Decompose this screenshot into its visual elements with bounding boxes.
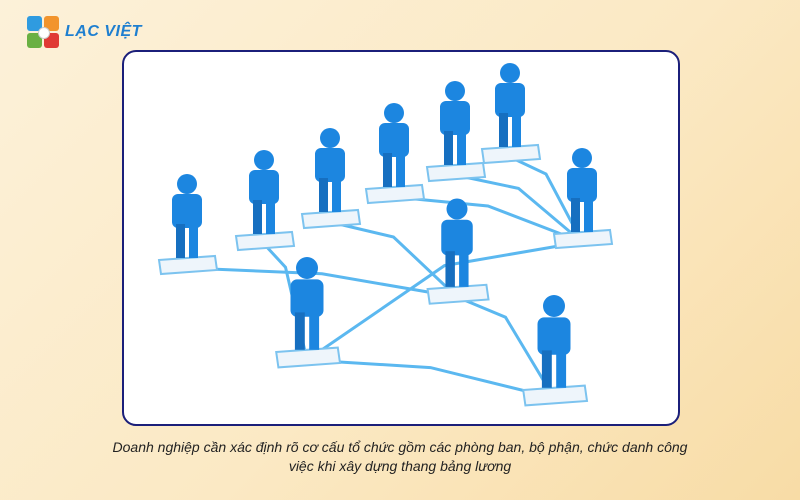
person-leg [396,153,405,187]
person-torso [379,123,409,157]
illustration-frame [122,50,680,426]
person-torso [172,194,202,228]
connector-line [393,195,583,244]
person-torso [537,317,571,355]
person-leg [512,113,521,147]
person-head [320,128,340,148]
platform [364,183,426,205]
connector-line [306,358,555,400]
person-torso [495,83,525,117]
platform [480,143,542,165]
person-leg [253,200,262,234]
person-head [445,81,465,101]
person-torso [567,168,597,202]
person-leg [383,153,392,187]
brand-name: LẠC VIỆT [65,23,142,40]
person-leg [319,178,328,212]
person-head [384,103,404,123]
person-torso [440,101,470,135]
person-leg [499,113,508,147]
platform [157,254,219,276]
logo-icon [27,16,59,48]
person-leg [309,312,320,350]
platform [426,283,490,305]
person-head [543,295,565,317]
connector-line [329,220,459,299]
platform [234,230,296,252]
person-head [500,63,520,83]
person-torso [315,148,345,182]
platform [552,228,614,250]
org-network-illustration [157,63,614,407]
person-head [177,174,197,194]
platform [425,161,487,183]
person-leg [266,200,275,234]
person-leg [176,224,185,258]
person-torso [290,279,324,317]
person-head [296,257,318,279]
brand-logo: LẠC VIỆT [27,16,142,48]
caption-line-1: Doanh nghiệp cần xác định rõ cơ cấu tổ c… [112,439,688,455]
person-head [446,198,468,220]
connector-line [306,240,583,362]
caption: Doanh nghiệp cần xác định rõ cơ cấu tổ c… [90,438,710,476]
connector-line [454,173,583,244]
platform [300,208,362,230]
person-leg [584,198,593,232]
person-leg [556,350,567,388]
platform [522,384,589,407]
person-leg [445,251,455,287]
person-torso [441,219,473,256]
person-leg [444,131,453,165]
connector-line [456,295,556,399]
person-leg [189,224,198,258]
connector-line [509,155,584,243]
person-leg [571,198,580,232]
person-torso [249,170,279,204]
person-leg [541,350,552,388]
platform [275,346,342,369]
person-leg [459,251,469,287]
person-leg [457,131,466,165]
person-leg [294,312,305,350]
caption-line-2: việc khi xây dựng thang bảng lương [288,458,512,474]
person-head [572,148,592,168]
person-leg [332,178,341,212]
person-head [254,150,274,170]
